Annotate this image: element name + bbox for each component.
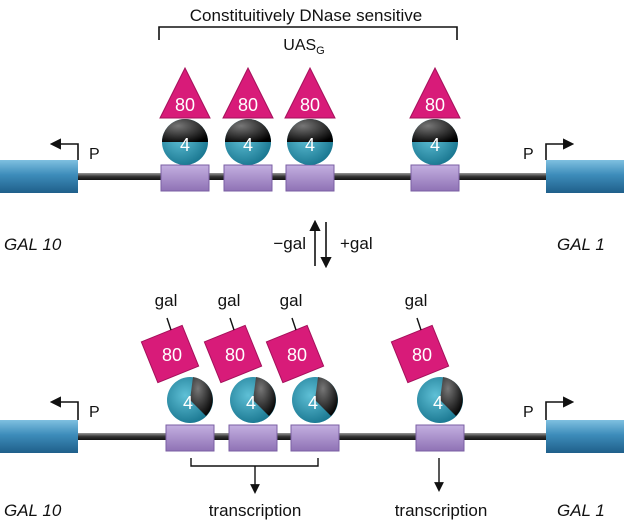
top-panel: Constituitively DNase sensitive UASG P P… bbox=[0, 6, 624, 193]
gene-label-gal1-top: GAL 1 bbox=[557, 235, 605, 254]
uas-binding-site bbox=[290, 424, 340, 452]
uas-binding-site bbox=[160, 164, 210, 192]
gal80-square-group bbox=[203, 324, 263, 384]
gal4-activation-domain bbox=[412, 119, 458, 142]
gal1-gene-bottom bbox=[546, 420, 624, 453]
gal-binding-tick bbox=[291, 317, 297, 331]
gal-label: gal bbox=[405, 291, 428, 310]
promoter-left-top: P bbox=[89, 146, 100, 163]
bottom-complex: 4 80 gal bbox=[265, 291, 340, 452]
gal-binding-tick bbox=[229, 317, 235, 331]
bottom-protein-complexes: 4 80 gal 4 80 gal 4 80 gal 4 80 gal bbox=[140, 291, 465, 452]
top-complex: 4 80 bbox=[409, 66, 461, 192]
gal80-label: 80 bbox=[425, 95, 445, 115]
promoter-left-bottom: P bbox=[89, 404, 100, 421]
transcription-label-right: transcription bbox=[395, 501, 488, 520]
gal4-label: 4 bbox=[180, 135, 190, 155]
bottom-complex: 4 80 gal bbox=[390, 291, 465, 452]
gal4-label: 4 bbox=[246, 393, 256, 413]
gal80-triangle bbox=[409, 66, 461, 119]
bottom-panel: P P 4 80 gal 4 80 gal 4 80 gal 4 80 gal transcripti… bbox=[0, 291, 624, 520]
gal80-label: 80 bbox=[225, 345, 245, 365]
gal-label: gal bbox=[280, 291, 303, 310]
gal80-label: 80 bbox=[412, 345, 432, 365]
gal80-square-group bbox=[140, 324, 200, 384]
gal80-label: 80 bbox=[162, 345, 182, 365]
transcription-label-left: transcription bbox=[209, 501, 302, 520]
gal1-gene-top bbox=[546, 160, 624, 193]
dnase-header: Constituitively DNase sensitive bbox=[190, 6, 422, 25]
gal80-square-group bbox=[265, 324, 325, 384]
gal-label: gal bbox=[218, 291, 241, 310]
gal80-square-group bbox=[390, 324, 450, 384]
uas-binding-site bbox=[285, 164, 335, 192]
uas-binding-site bbox=[223, 164, 273, 192]
middle-panel: GAL 10 GAL 1 −gal +gal bbox=[4, 219, 605, 269]
uas-label: UASG bbox=[283, 37, 324, 57]
gal4-label: 4 bbox=[433, 393, 443, 413]
promoter-arrow-right-bottom bbox=[545, 396, 575, 420]
gal4-label: 4 bbox=[308, 393, 318, 413]
uas-binding-site bbox=[415, 424, 465, 452]
minus-gal-label: −gal bbox=[273, 234, 306, 253]
gal4-label: 4 bbox=[430, 135, 440, 155]
gal80-square bbox=[140, 324, 200, 384]
uas-binding-site bbox=[228, 424, 278, 452]
gal4-activation-domain bbox=[190, 377, 213, 416]
gal10-gene-top bbox=[0, 160, 78, 193]
gal4-activation-domain bbox=[253, 377, 276, 416]
uas-binding-site bbox=[410, 164, 460, 192]
gal-binding-tick bbox=[416, 317, 422, 331]
gal4-activation-domain bbox=[287, 119, 333, 142]
gal80-triangle bbox=[159, 66, 211, 119]
dnase-bracket bbox=[158, 26, 458, 40]
promoter-right-bottom: P bbox=[523, 404, 534, 421]
transcription-bracket bbox=[190, 458, 319, 467]
gal4-activation-domain bbox=[225, 119, 271, 142]
gal4-label: 4 bbox=[243, 135, 253, 155]
gal-label: gal bbox=[155, 291, 178, 310]
gal-binding-tick bbox=[166, 317, 172, 331]
gal4-activation-domain bbox=[440, 377, 463, 416]
gal80-square bbox=[265, 324, 325, 384]
gal4-activation-domain bbox=[162, 119, 208, 142]
gal80-square bbox=[390, 324, 450, 384]
gal4-label: 4 bbox=[305, 135, 315, 155]
gal80-square bbox=[203, 324, 263, 384]
gene-label-gal1-bottom: GAL 1 bbox=[557, 501, 605, 520]
gal80-triangle bbox=[284, 66, 336, 119]
top-protein-complexes: 4 80 4 80 4 80 4 80 bbox=[159, 66, 461, 192]
top-complex: 4 80 bbox=[284, 66, 336, 192]
promoter-right-top: P bbox=[523, 146, 534, 163]
top-complex: 4 80 bbox=[222, 66, 274, 192]
gal80-label: 80 bbox=[238, 95, 258, 115]
gal4-label: 4 bbox=[183, 393, 193, 413]
gal80-label: 80 bbox=[287, 345, 307, 365]
bottom-complex: 4 80 gal bbox=[203, 291, 278, 452]
gene-label-gal10-bottom: GAL 10 bbox=[4, 501, 62, 520]
gal80-triangle bbox=[222, 66, 274, 119]
bottom-complex: 4 80 gal bbox=[140, 291, 215, 452]
top-complex: 4 80 bbox=[159, 66, 211, 192]
promoter-arrow-right-top bbox=[545, 138, 575, 160]
promoter-arrow-left-bottom bbox=[49, 396, 79, 420]
gene-label-gal10-top: GAL 10 bbox=[4, 235, 62, 254]
gal80-label: 80 bbox=[175, 95, 195, 115]
uas-binding-site bbox=[165, 424, 215, 452]
gal10-gene-bottom bbox=[0, 420, 78, 453]
gal80-label: 80 bbox=[300, 95, 320, 115]
plus-gal-label: +gal bbox=[340, 234, 373, 253]
promoter-arrow-left-top bbox=[49, 138, 79, 160]
gal4-activation-domain bbox=[315, 377, 338, 416]
